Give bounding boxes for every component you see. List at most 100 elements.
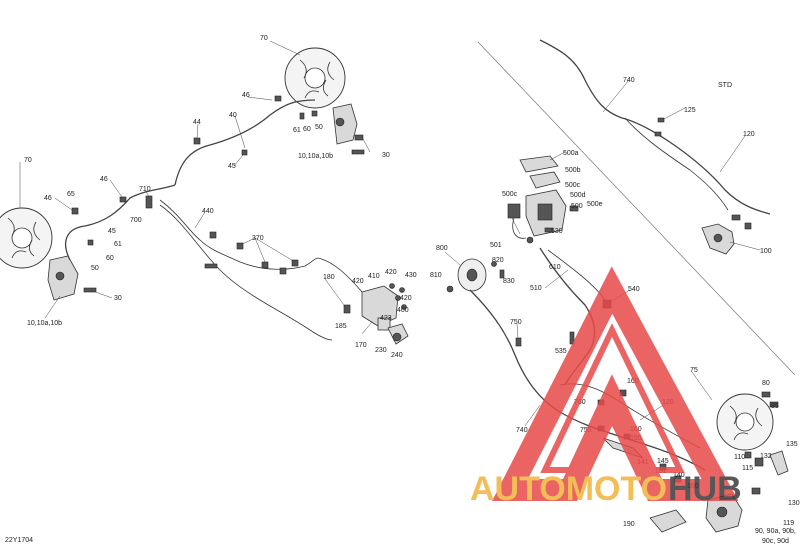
cable-120-std — [624, 117, 729, 211]
label-70: 70 — [260, 35, 268, 42]
label-410: 410 — [368, 273, 380, 280]
label-115: 115 — [742, 465, 753, 472]
label-120: 120 — [743, 131, 755, 138]
label-430: 430 — [405, 272, 417, 279]
label-710: 710 — [139, 186, 151, 193]
label-420-c: 420 — [400, 295, 412, 302]
brake-line-610 — [547, 249, 606, 301]
label-140: 140 — [673, 472, 685, 479]
hose-clip — [71, 207, 79, 215]
label-50: 50 — [315, 124, 323, 131]
nut-810 — [446, 285, 454, 293]
bolt — [544, 227, 554, 233]
label-119: 119 — [783, 520, 794, 527]
clip-370 — [261, 261, 269, 269]
nut — [389, 283, 395, 289]
label-50-left: 50 — [91, 265, 99, 272]
clip-370 — [209, 231, 217, 239]
nut — [399, 287, 405, 293]
label-820: 820 — [492, 257, 504, 264]
bolt-500e — [569, 205, 579, 212]
label-45-left: 45 — [108, 228, 116, 235]
label-44: 44 — [193, 119, 201, 126]
clip — [311, 110, 318, 117]
label-400: 400 — [397, 307, 409, 314]
banjo-bolt — [526, 236, 534, 244]
sensor-wire — [512, 217, 527, 239]
label-500a: 500a — [563, 150, 579, 157]
label-40: 40 — [229, 112, 237, 119]
label-230: 230 — [375, 347, 387, 354]
label-60-left: 60 — [106, 255, 114, 262]
brake-hose-front-left — [65, 184, 176, 261]
label-75: 75 — [690, 367, 698, 374]
label-800: 800 — [436, 245, 448, 252]
label-510: 510 — [530, 285, 542, 292]
brake-hose-front-right — [174, 99, 316, 186]
label-10-10a-10b: 10,10a,10b — [298, 153, 333, 160]
label-110: 110 — [734, 454, 745, 461]
label-80: 80 — [762, 380, 770, 387]
clip — [654, 131, 662, 137]
label-440: 440 — [202, 208, 214, 215]
hose-clip — [241, 149, 248, 156]
clip — [87, 239, 94, 246]
label-90-90a-90b: 90, 90a, 90b, — [755, 528, 796, 535]
fitting — [204, 263, 218, 269]
brake-line-secondary — [159, 204, 333, 341]
label-60: 60 — [303, 126, 311, 133]
label-740: 740 — [623, 77, 635, 84]
label-190: 190 — [623, 521, 635, 528]
label-145: 145 — [657, 458, 669, 465]
caliper-rear — [705, 493, 743, 533]
master-cylinder-cap-800 — [457, 258, 487, 292]
label-std: STD — [718, 82, 732, 89]
label-185: 185 — [335, 323, 347, 330]
clip-370 — [291, 259, 299, 267]
bolt — [354, 134, 364, 141]
brake-disc-rear — [716, 393, 774, 451]
label-750: 750 — [510, 319, 522, 326]
sensor-500c — [507, 203, 521, 219]
label-500c-top: 500c — [565, 182, 581, 189]
watermark-triangle-logo — [492, 266, 739, 501]
label-830: 830 — [503, 278, 515, 285]
brake-disc-left — [0, 207, 53, 269]
clip — [274, 95, 282, 102]
bolt-535 — [569, 331, 575, 345]
brake-line-440 — [159, 199, 319, 270]
park-brake-cable-std — [539, 39, 771, 215]
label-423: 423 — [380, 315, 392, 322]
caliper-left — [47, 255, 79, 301]
bolt-830 — [499, 269, 505, 279]
callout-leaders — [19, 40, 761, 427]
label-30-left: 30 — [114, 295, 122, 302]
hose-clip — [193, 137, 201, 145]
label-500c: 500c — [502, 191, 518, 198]
label-135: 135 — [786, 441, 798, 448]
junction-block — [145, 195, 153, 209]
label-70-left: 70 — [24, 157, 32, 164]
part-115 — [744, 451, 752, 459]
label-420-b: 420 — [385, 269, 397, 276]
bracket-185 — [343, 304, 351, 314]
label-125: 125 — [684, 107, 696, 114]
section-divider-line — [477, 41, 796, 376]
label-90c-90d: 90c, 90d — [762, 538, 789, 545]
clip — [299, 112, 305, 120]
label-65: 65 — [67, 191, 75, 198]
watermark-text-hub: HUB — [668, 470, 742, 508]
watermark-inner-triangle — [540, 323, 685, 473]
abs-modulator — [361, 285, 409, 345]
label-370: 370 — [252, 235, 264, 242]
clip-125 — [657, 117, 665, 123]
label-610: 610 — [549, 264, 561, 271]
label-500e: 500e — [587, 201, 603, 208]
clip — [731, 214, 741, 221]
label-85: 85 — [771, 403, 779, 410]
nut — [401, 304, 407, 310]
brake-disc-top — [284, 47, 346, 109]
master-cylinder-reservoir — [519, 155, 567, 237]
clip-750 — [515, 337, 522, 347]
